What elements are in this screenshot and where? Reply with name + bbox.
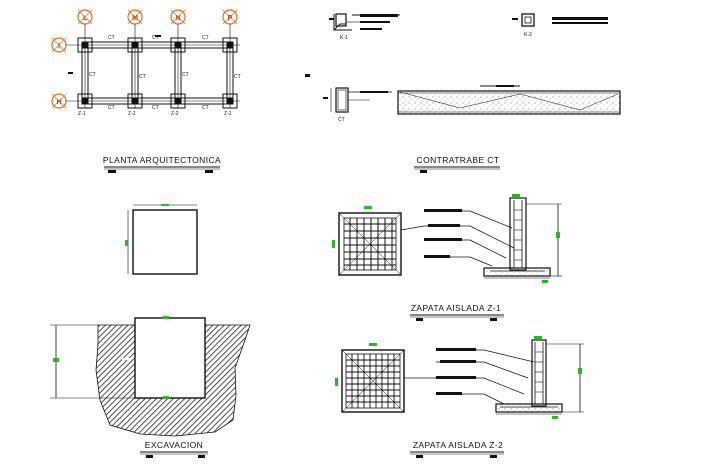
contratrabes-plan (81, 41, 234, 105)
scale-bar (108, 170, 116, 173)
svg-text:CT: CT (202, 105, 209, 111)
axis-bubble-m: M (127, 9, 143, 25)
svg-text:CT: CT (182, 72, 189, 78)
svg-text:CT: CT (89, 72, 96, 78)
svg-text:K-2: K-2 (524, 32, 532, 38)
axis-bubble-p: P (222, 9, 238, 25)
title-excavacion: EXCAVACION (145, 440, 203, 450)
detail-k1: K-1 (329, 13, 400, 41)
svg-text:K-1: K-1 (340, 35, 348, 41)
zapata-labels-plan: Z-1 Z-1 Z-2 Z-1 (78, 111, 232, 117)
scale-bar (205, 170, 213, 173)
svg-text:CT: CT (108, 35, 115, 41)
axis-bubble-l: L (77, 9, 93, 25)
dimension-tag (155, 35, 161, 37)
excavation-plan-square (125, 204, 198, 275)
svg-text:CT: CT (108, 105, 115, 111)
svg-text:CT: CT (202, 35, 209, 41)
svg-text:I: I (58, 43, 60, 50)
svg-text:Z-1: Z-1 (224, 111, 232, 117)
svg-text:P: P (228, 15, 233, 22)
axis-bubble-n: N (170, 9, 186, 25)
svg-text:CT: CT (139, 74, 146, 80)
excavacion-section: EXCAVACION (50, 316, 251, 458)
zapata-z1: ZAPATA AISLADA Z-1 (332, 194, 562, 321)
svg-text:CT: CT (152, 105, 159, 111)
dimension-tag (68, 72, 73, 74)
svg-text:Z-2: Z-2 (171, 111, 179, 117)
svg-text:CT: CT (234, 74, 241, 80)
detail-k2: K-2 (512, 13, 608, 38)
svg-text:CT: CT (152, 35, 159, 41)
zapata-z2: ZAPATA AISLADA Z-2 (335, 336, 584, 458)
zapatas-plan (77, 37, 238, 109)
title-zapata-z1: ZAPATA AISLADA Z-1 (411, 303, 501, 313)
axis-bubble-i: I (51, 37, 67, 53)
axis-bubble-h: H (51, 93, 67, 109)
svg-text:N: N (175, 15, 180, 22)
svg-text:Z-1: Z-1 (128, 111, 136, 117)
columns-plan (82, 42, 233, 104)
svg-text:H: H (56, 99, 61, 106)
svg-text:Z-1: Z-1 (78, 111, 86, 117)
svg-text:CT: CT (338, 117, 345, 123)
title-zapata-z2: ZAPATA AISLADA Z-2 (413, 440, 503, 450)
title-planta: PLANTA ARQUITECTONICA (103, 155, 221, 165)
svg-text:L: L (83, 15, 88, 22)
ct-labels-plan: CT CT CT CT CT CT CT CT CT CT (89, 35, 241, 111)
svg-text:M: M (132, 15, 138, 22)
planta-arquitectonica: L M N P I (51, 9, 241, 173)
contratrabe-ct: CT CONTRATRABE CT (305, 74, 621, 173)
title-contratrabe: CONTRATRABE CT (417, 155, 500, 165)
